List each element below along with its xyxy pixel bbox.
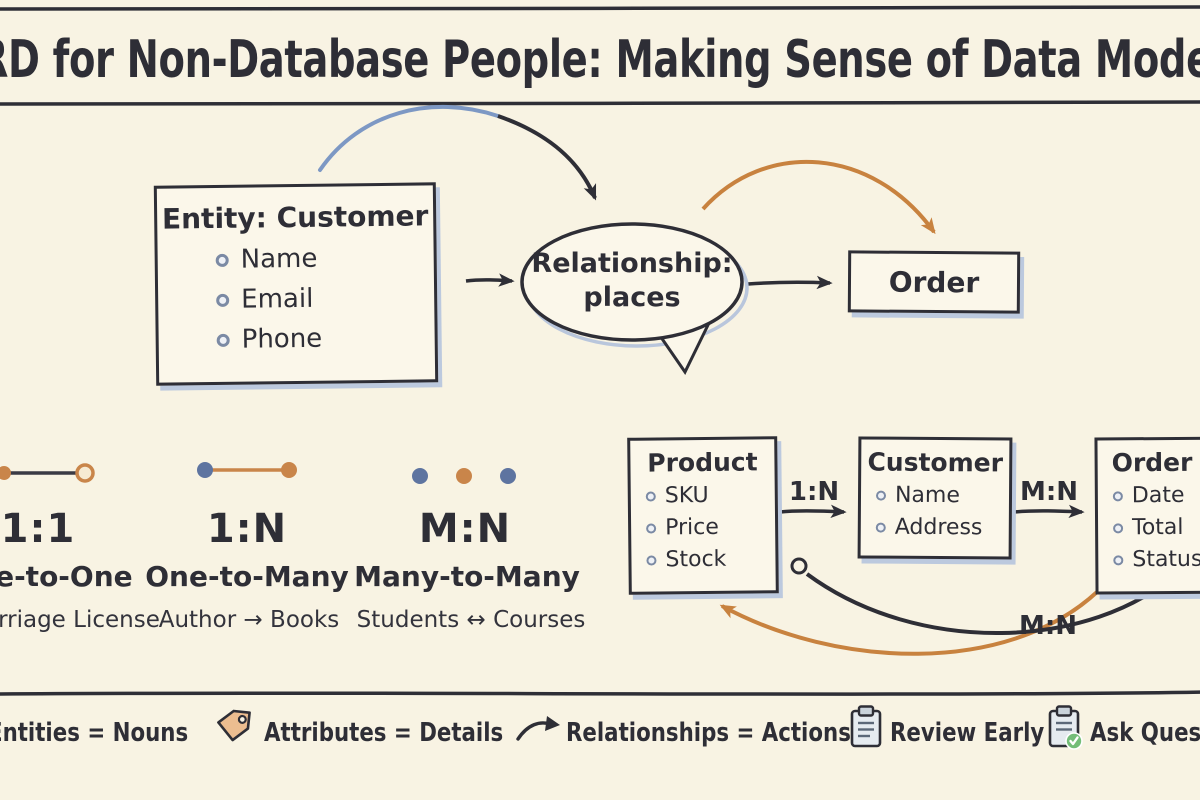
product-box: Product SKU Price Stock: [627, 436, 779, 595]
order-entity-label: Order: [888, 265, 980, 299]
cardinality-example-1-n: Author → Books: [158, 607, 340, 633]
product-attribute-list: SKU Price Stock: [631, 482, 776, 573]
bullet-icon: [1112, 490, 1123, 501]
entity-top-curve-arrow: [497, 114, 597, 201]
title-underline: [0, 100, 1200, 106]
cardinality-name-1-n: One-to-Many: [145, 560, 349, 593]
legend-entities-label: Entities = Nouns: [0, 718, 189, 748]
order-attribute-list: Date Total Status: [1098, 482, 1200, 572]
customer-attribute-list: Name Address: [861, 482, 1009, 540]
cardinality-code-1-n: 1:N: [206, 506, 288, 552]
order-attribute-label: Date: [1131, 482, 1185, 509]
customer-to-order-arrow: [1013, 504, 1085, 519]
order-attribute-label: Total: [1131, 514, 1184, 541]
bullet-icon: [646, 522, 657, 534]
bullet-icon: [646, 554, 657, 566]
crows-foot-circle: [790, 557, 808, 575]
order-attribute-row: Status: [1113, 546, 1200, 572]
relation-label-customer-order: M:N: [1019, 477, 1079, 507]
customer-attribute-row: Name: [875, 482, 1009, 509]
order-attribute-row: Total: [1113, 514, 1200, 540]
customer-box-title: Customer: [867, 447, 1004, 478]
one-to-many-dot-left: [197, 462, 213, 478]
one-to-one-dot-right: [75, 463, 95, 483]
entity-customer-box: Entity: Customer Name Email Phone: [153, 182, 439, 386]
entity-to-bubble-arrow: [465, 273, 515, 287]
bullet-icon: [215, 253, 229, 267]
relationship-arrow-icon: [514, 712, 562, 750]
product-attribute-row: Stock: [646, 546, 775, 572]
cardinality-name-m-n: Many-to-Many: [354, 560, 580, 593]
bullet-icon: [875, 522, 886, 533]
cardinality-example-1-1: Marriage License: [0, 607, 160, 633]
order-attribute-label: Status: [1132, 546, 1200, 573]
bullet-icon: [875, 490, 887, 501]
entity-attribute-label: Phone: [241, 323, 323, 355]
product-attribute-label: Price: [664, 514, 719, 541]
product-attribute-label: Stock: [665, 546, 727, 573]
clipboard-icon: [848, 704, 884, 754]
cardinality-name-1-1: One-to-One: [0, 560, 133, 593]
product-to-order-curve-arrow: [805, 570, 1180, 636]
order-attribute-row: Date: [1112, 482, 1200, 509]
page-title: ERD for Non-Database People: Making Sens…: [0, 30, 1200, 90]
tag-icon: [212, 706, 254, 754]
bullet-icon: [216, 333, 230, 347]
entity-attribute-label: Email: [241, 283, 314, 315]
many-to-many-dot-2: [456, 468, 472, 484]
product-attribute-row: SKU: [645, 482, 775, 509]
legend-attributes-label: Attributes = Details: [264, 718, 504, 748]
entity-attribute-label: Name: [240, 243, 318, 275]
many-to-many-dot-3: [500, 468, 516, 484]
bubble-to-order-curve-arrow: [701, 159, 936, 235]
relationship-line2: places: [583, 281, 681, 313]
entity-attribute-row: Email: [216, 282, 434, 315]
bullet-icon: [1113, 522, 1124, 533]
customer-attribute-row: Address: [875, 514, 1009, 541]
relation-label-order-product: M:N: [1018, 611, 1078, 641]
entity-top-curve-blue-segment: [318, 104, 500, 172]
product-to-customer-arrow: [779, 504, 847, 518]
cardinality-example-m-n: Students ↔ Courses: [356, 607, 586, 633]
entity-attribute-list: Name Email Phone: [158, 242, 435, 355]
relationship-bubble: [520, 222, 744, 342]
order-chain-box-title: Order: [1111, 447, 1193, 478]
bubble-to-order-arrow: [747, 275, 833, 290]
order-entity-box: Order: [847, 250, 1021, 314]
customer-box: Customer Name Address: [857, 436, 1013, 560]
product-attribute-label: SKU: [664, 482, 709, 509]
customer-attribute-label: Name: [894, 482, 961, 509]
legend-review-label: Review Early: [890, 718, 1045, 748]
legend-ask-questions-label: Ask Questions: [1090, 718, 1200, 748]
entity-attribute-row: Name: [215, 242, 434, 275]
entity-attribute-row: Phone: [216, 322, 434, 355]
relationship-line1: Relationship:: [531, 248, 733, 279]
relationship-bubble-text: Relationship: places: [522, 247, 742, 315]
one-to-one-dot-left: [0, 466, 11, 480]
clipboard-check-icon: [1046, 704, 1086, 756]
customer-attribute-label: Address: [894, 514, 983, 541]
cardinality-code-1-1: 1:1: [0, 506, 76, 552]
entity-box-title: Entity: Customer: [161, 199, 429, 236]
order-chain-box: Order Date Total Status: [1094, 436, 1200, 595]
relation-label-product-customer: 1:N: [788, 477, 840, 507]
bullet-icon: [1113, 554, 1124, 565]
legend-relationships-label: Relationships = Actions: [566, 718, 851, 748]
product-attribute-row: Price: [646, 514, 775, 540]
cardinality-code-m-n: M:N: [418, 506, 512, 552]
top-border-line: [0, 5, 1200, 11]
bullet-icon: [216, 293, 230, 307]
product-box-title: Product: [647, 447, 758, 478]
one-to-many-dot-right: [281, 462, 297, 478]
many-to-many-dot-1: [412, 468, 428, 484]
order-to-product-curve-arrow: [719, 590, 1099, 656]
bullet-icon: [645, 490, 656, 502]
legend-divider-line: [0, 690, 1200, 696]
